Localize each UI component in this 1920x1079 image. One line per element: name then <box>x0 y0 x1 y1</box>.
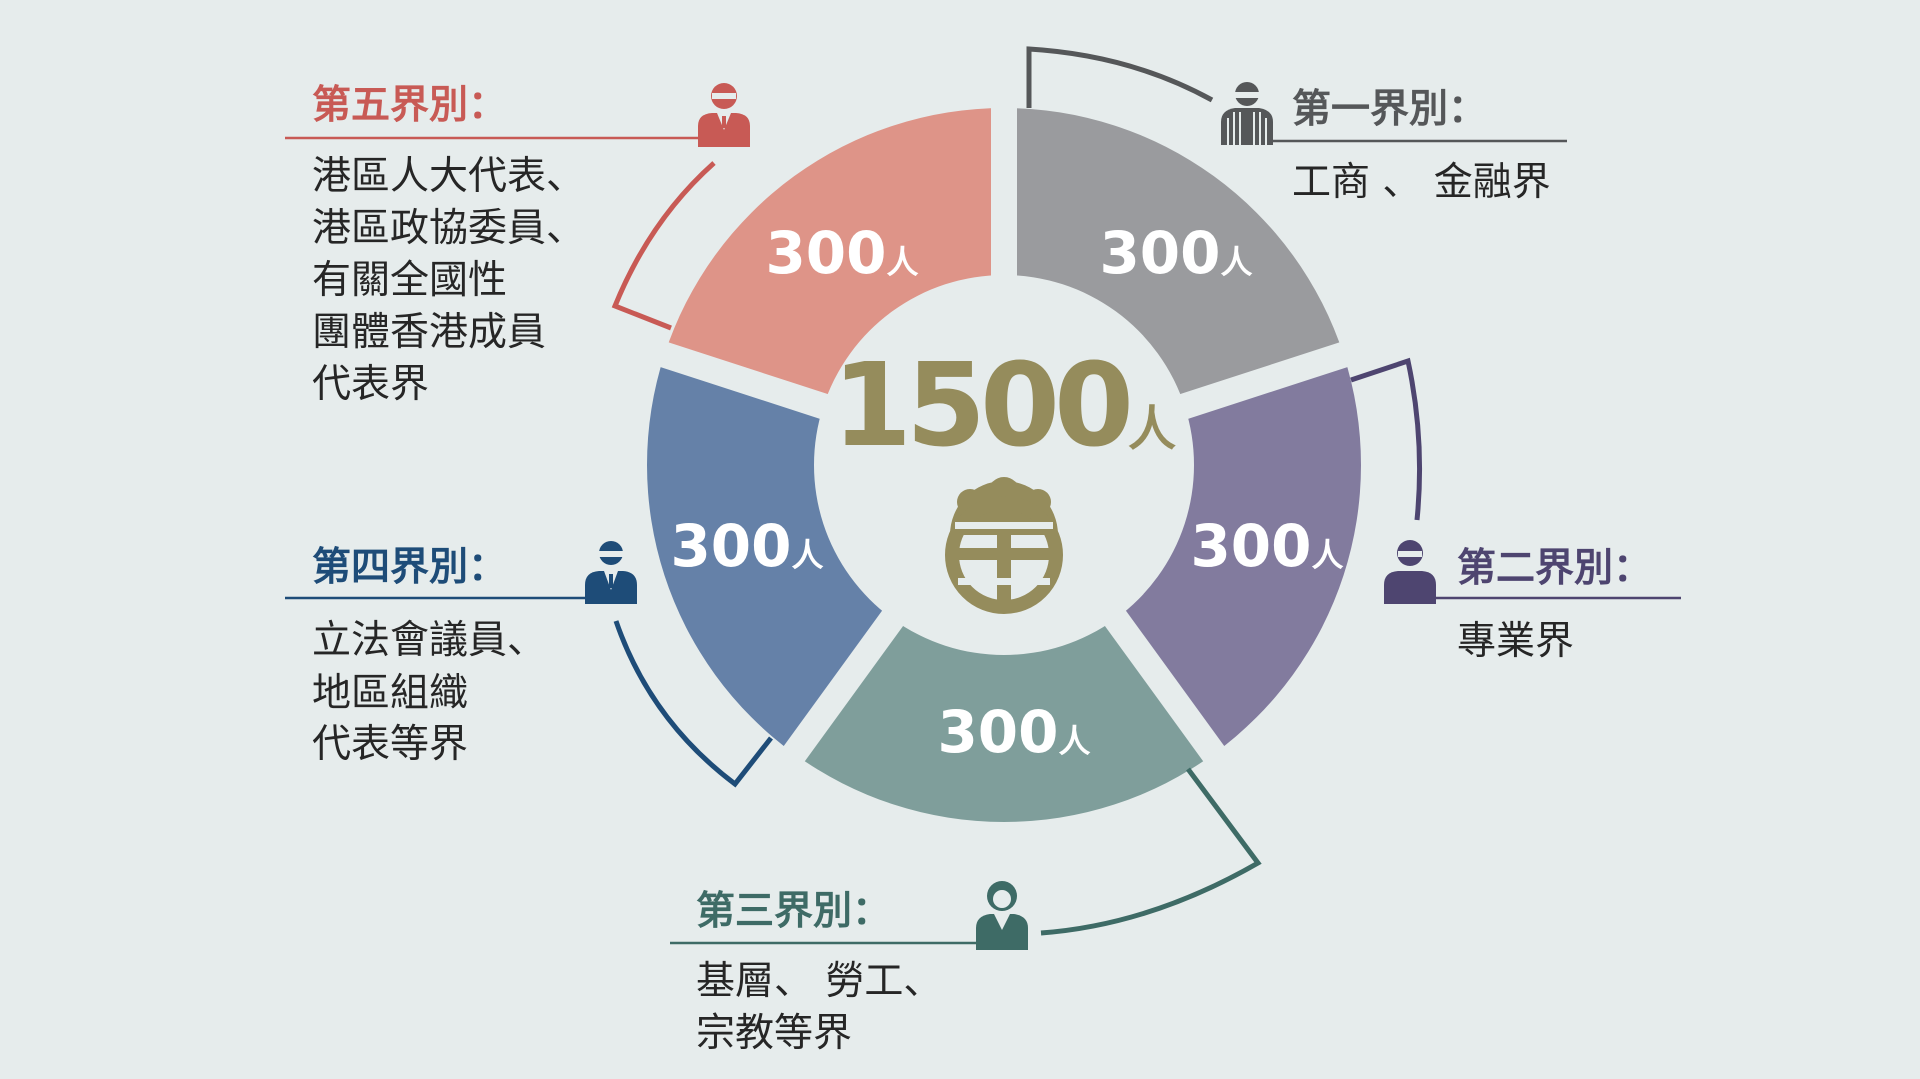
sector-gap <box>1099 602 1231 770</box>
sector3-description-line: 宗教等界 <box>696 1011 852 1056</box>
businessman-icon <box>1221 82 1273 145</box>
sector-gap <box>650 339 837 422</box>
sector3-label: 第三界別： 基層、 勞工、 宗教等界 <box>670 881 1028 1056</box>
sector5-description-line: 代表界 <box>312 362 429 407</box>
connector-sector2 <box>1350 357 1423 521</box>
worker-icon <box>976 881 1028 950</box>
sector2-description: 專業界 <box>1457 619 1574 664</box>
sector-gaps <box>650 98 1358 770</box>
sector3-title: 第三界別： <box>696 889 891 934</box>
donut-sector-4 <box>647 354 893 754</box>
sector1-title: 第一界別： <box>1292 87 1487 132</box>
sector4-description-line: 地區組織 <box>312 671 468 716</box>
sector1-description: 工商 、 金融界 <box>1292 160 1551 205</box>
sector4-title: 第四界別： <box>312 545 507 590</box>
sector2-label: 第二界別： 專業界 <box>1384 540 1681 664</box>
sector5-description-line: 港區人大代表、 <box>312 154 585 199</box>
connector-sector3 <box>1040 767 1262 936</box>
connectors <box>611 46 1423 936</box>
sector-gap <box>777 602 909 770</box>
sector5-count: 300人 <box>765 219 918 287</box>
total-count: 1500人 <box>832 339 1176 473</box>
donut-sector-5 <box>664 108 1004 407</box>
sector3-count: 300人 <box>937 698 1090 766</box>
sector3-description-line: 基層、 勞工、 <box>696 959 942 1004</box>
sector1-count: 300人 <box>1099 219 1252 287</box>
sector5-description-line: 有關全國性 <box>312 258 507 303</box>
sector5-title: 第五界別： <box>312 83 507 128</box>
sector2-title: 第二界別： <box>1457 546 1652 591</box>
connector-sector5 <box>611 161 716 331</box>
donut-sector-2 <box>1115 354 1362 754</box>
legislator-icon <box>585 541 637 604</box>
sector5-description-line: 港區政協委員、 <box>312 206 585 251</box>
sector1-label: 第一界別： 工商 、 金融界 <box>1221 82 1567 205</box>
connector-sector4 <box>613 620 773 788</box>
professional-icon <box>1384 540 1436 604</box>
sector5-description-line: 團體香港成員 <box>312 310 546 355</box>
sector2-count: 300人 <box>1190 512 1343 580</box>
sector-gap <box>1171 339 1358 422</box>
sector4-count: 300人 <box>670 512 823 580</box>
sector4-description-line: 立法會議員、 <box>312 618 546 663</box>
delegate-icon <box>698 83 750 147</box>
donut-sectors <box>647 108 1362 823</box>
donut-sector-1 <box>1004 108 1344 407</box>
globe-people-icon <box>945 477 1063 614</box>
connector-sector1 <box>1026 46 1214 108</box>
sector4-label: 第四界別： 立法會議員、 地區組織 代表等界 <box>285 541 637 767</box>
sector5-label: 第五界別： 港區人大代表、 港區政協委員、 有關全國性 團體香港成員 代表界 <box>285 83 750 407</box>
donut-sector-3 <box>794 618 1214 823</box>
sector4-description-line: 代表等界 <box>312 722 468 767</box>
